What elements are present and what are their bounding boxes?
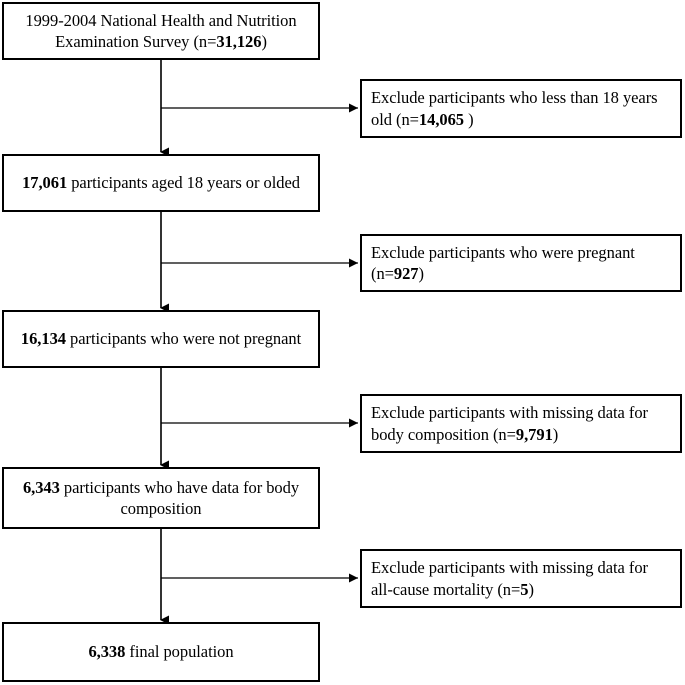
node-exclude-missing-body-composition: Exclude participants with missing data f… xyxy=(360,394,682,453)
node-final-population: 6,338 final population xyxy=(2,622,320,682)
node-exclude-under-18-label: Exclude participants who less than 18 ye… xyxy=(371,88,658,129)
node-exclude-pregnant: Exclude participants who were pregnant (… xyxy=(360,234,682,292)
node-survey-total: 1999-2004 National Health and Nutrition … xyxy=(2,2,320,60)
node-have-body-composition-data: 6,343 participants who have data for bod… xyxy=(2,467,320,529)
node-final-population-label: 6,338 final population xyxy=(88,642,234,662)
node-exclude-missing-body-composition-label: Exclude participants with missing data f… xyxy=(371,403,648,444)
node-exclude-missing-mortality: Exclude participants with missing data f… xyxy=(360,549,682,608)
node-aged-18-or-older-label: 17,061 participants aged 18 years or old… xyxy=(22,173,300,193)
node-exclude-missing-mortality-label: Exclude participants with missing data f… xyxy=(371,558,648,599)
node-exclude-under-18: Exclude participants who less than 18 ye… xyxy=(360,79,682,138)
node-not-pregnant-label: 16,134 participants who were not pregnan… xyxy=(20,329,302,349)
node-not-pregnant: 16,134 participants who were not pregnan… xyxy=(2,310,320,368)
node-survey-total-label: 1999-2004 National Health and Nutrition … xyxy=(25,10,297,51)
node-have-body-composition-data-label: 6,343 participants who have data for bod… xyxy=(22,477,300,518)
node-exclude-pregnant-label: Exclude participants who were pregnant (… xyxy=(371,242,635,283)
node-aged-18-or-older: 17,061 participants aged 18 years or old… xyxy=(2,154,320,212)
